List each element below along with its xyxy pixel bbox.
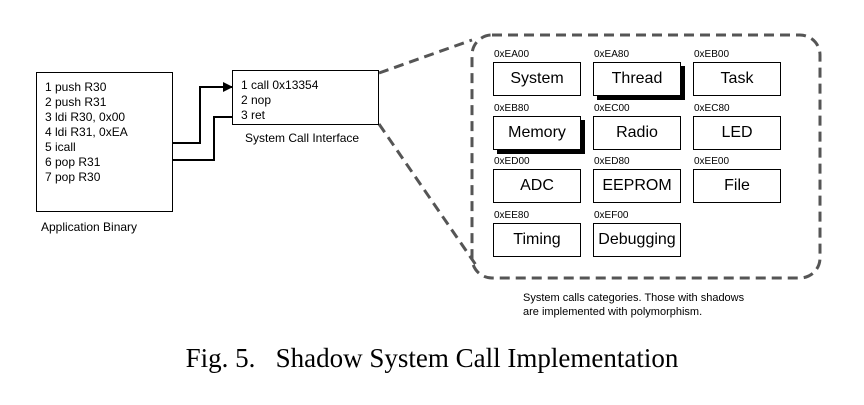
callout-top bbox=[378, 38, 473, 75]
application-line-6: 6 pop R31 bbox=[45, 155, 101, 169]
application-line-7: 7 pop R30 bbox=[45, 170, 101, 184]
category-box-memory: Memory bbox=[493, 116, 581, 150]
syscall-line-1: 1 call 0x13354 bbox=[241, 78, 319, 92]
category-box-led: LED bbox=[693, 116, 781, 150]
category-box-timing: Timing bbox=[493, 223, 581, 257]
syscall-line-3: 3 ret bbox=[241, 108, 266, 122]
application-line-3: 3 ldi R30, 0x00 bbox=[45, 110, 126, 124]
category-box-adc: ADC bbox=[493, 169, 581, 203]
category-box-file: File bbox=[693, 169, 781, 203]
category-address: 0xEB00 bbox=[694, 49, 730, 60]
application-line-1: 1 push R30 bbox=[45, 80, 107, 94]
category-box-eeprom: EEPROM bbox=[593, 169, 681, 203]
category-address: 0xEA00 bbox=[494, 49, 530, 60]
category-box-task: Task bbox=[693, 62, 781, 96]
application-line-2: 2 push R31 bbox=[45, 95, 107, 109]
category-address: 0xEE80 bbox=[494, 210, 530, 221]
category-address: 0xED80 bbox=[594, 156, 630, 167]
category-box-thread: Thread bbox=[593, 62, 681, 96]
category-address: 0xED00 bbox=[494, 156, 530, 167]
categories-note-line-1: System calls categories. Those with shad… bbox=[523, 292, 745, 304]
syscall-interface-label: System Call Interface bbox=[245, 131, 360, 145]
application-line-5: 5 icall bbox=[45, 140, 76, 154]
category-box-system: System bbox=[493, 62, 581, 96]
category-address: 0xEB80 bbox=[494, 103, 530, 114]
figure-caption-text: Fig. 5. Shadow System Call Implementatio… bbox=[185, 343, 679, 373]
callout-bottom bbox=[377, 123, 480, 269]
application-binary-label: Application Binary bbox=[41, 220, 138, 234]
category-box-radio: Radio bbox=[593, 116, 681, 150]
syscall-line-2: 2 nop bbox=[241, 93, 272, 107]
figure-caption: Fig. 5. Shadow System Call Implementatio… bbox=[0, 343, 864, 374]
category-address: 0xEF00 bbox=[594, 210, 629, 221]
categories-note-line-2: are implemented with polymorphism. bbox=[523, 306, 703, 318]
category-address: 0xEC80 bbox=[694, 103, 730, 114]
category-address: 0xEA80 bbox=[594, 49, 630, 60]
category-box-debugging: Debugging bbox=[593, 223, 681, 257]
category-address: 0xEE00 bbox=[694, 156, 730, 167]
application-line-4: 4 ldi R31, 0xEA bbox=[45, 125, 128, 139]
category-address: 0xEC00 bbox=[594, 103, 630, 114]
categories-region bbox=[470, 33, 822, 280]
